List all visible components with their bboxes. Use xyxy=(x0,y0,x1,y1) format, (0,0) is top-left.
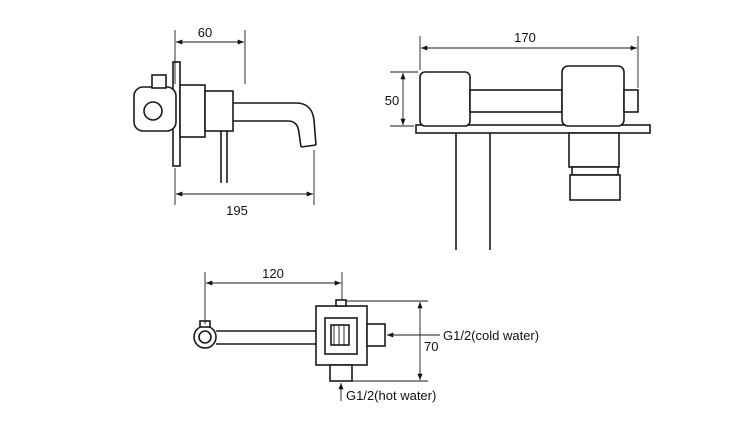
front-left-handle xyxy=(419,71,471,127)
cold-water-label: G1/2(cold water) xyxy=(443,328,539,343)
side-spout-bottom xyxy=(233,120,302,148)
dim-60-label: 60 xyxy=(198,25,212,40)
rough-in-box-view: 120 70 G1/2(cold water) G1/2(hot water) xyxy=(193,266,539,403)
dim-170-label: 170 xyxy=(514,30,536,45)
front-spout-bar xyxy=(469,89,563,113)
box-body xyxy=(315,305,368,366)
side-knob-top xyxy=(151,74,167,89)
box-hot-inlet xyxy=(329,364,353,382)
front-right-cap xyxy=(623,89,639,113)
dim-195-label: 195 xyxy=(226,203,248,218)
front-view: 170 50 xyxy=(385,30,651,250)
side-view: 60 195 xyxy=(133,25,317,218)
dim-50-label: 50 xyxy=(385,93,399,108)
side-spout-tip xyxy=(300,144,317,148)
box-inner-square xyxy=(330,324,350,346)
front-valve-ring xyxy=(571,166,619,176)
side-mount-block xyxy=(204,90,234,132)
box-outlet-ring xyxy=(193,325,217,349)
dim-120-label: 120 xyxy=(262,266,284,281)
side-knob-hole xyxy=(143,101,163,121)
front-right-handle xyxy=(561,65,625,127)
front-valve-body xyxy=(568,132,620,168)
box-cold-inlet xyxy=(366,323,386,347)
box-outlet-hole xyxy=(198,330,212,344)
box-top-tab xyxy=(335,299,347,307)
hot-water-label: G1/2(hot water) xyxy=(346,388,436,403)
side-spout-top xyxy=(233,102,317,146)
front-valve-base xyxy=(569,174,621,201)
front-wall-plate xyxy=(415,124,651,134)
box-inner-frame xyxy=(324,317,358,355)
dim-70-label: 70 xyxy=(424,339,438,354)
side-knob-body xyxy=(133,86,177,132)
side-flange xyxy=(179,84,206,138)
